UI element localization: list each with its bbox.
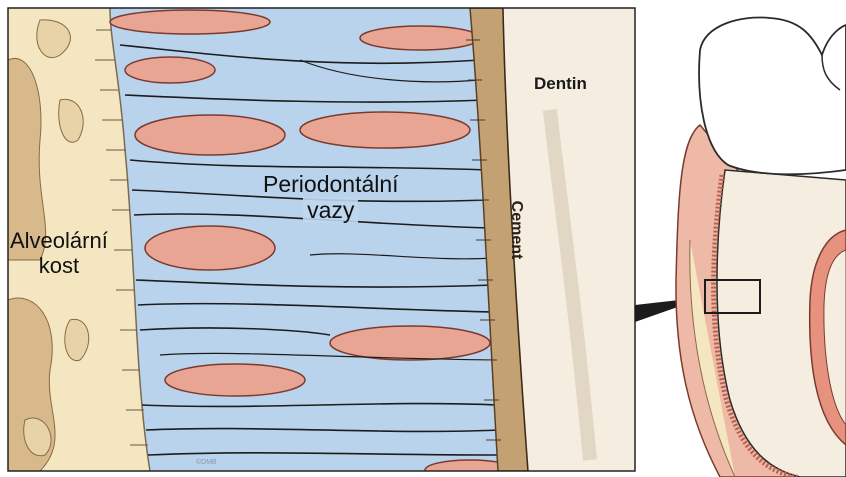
dentin-label: Dentin bbox=[534, 74, 587, 93]
alveolar-bone-label: Alveolární kost bbox=[10, 229, 108, 278]
tooth-illustration bbox=[676, 17, 846, 477]
copyright-mark: ©DMB bbox=[196, 459, 217, 467]
periodontal-label-line1: Periodontální bbox=[263, 172, 399, 198]
tooth-crown bbox=[699, 17, 846, 174]
periodontal-label-line2: vazy bbox=[303, 197, 358, 223]
cement-label: Cement bbox=[507, 201, 525, 260]
alveolar-bone-label-line2: kost bbox=[10, 254, 108, 279]
alveolar-bone-label-line1: Alveolární bbox=[10, 229, 108, 254]
periodontal-ligament-label: Periodontální vazy bbox=[263, 172, 399, 224]
